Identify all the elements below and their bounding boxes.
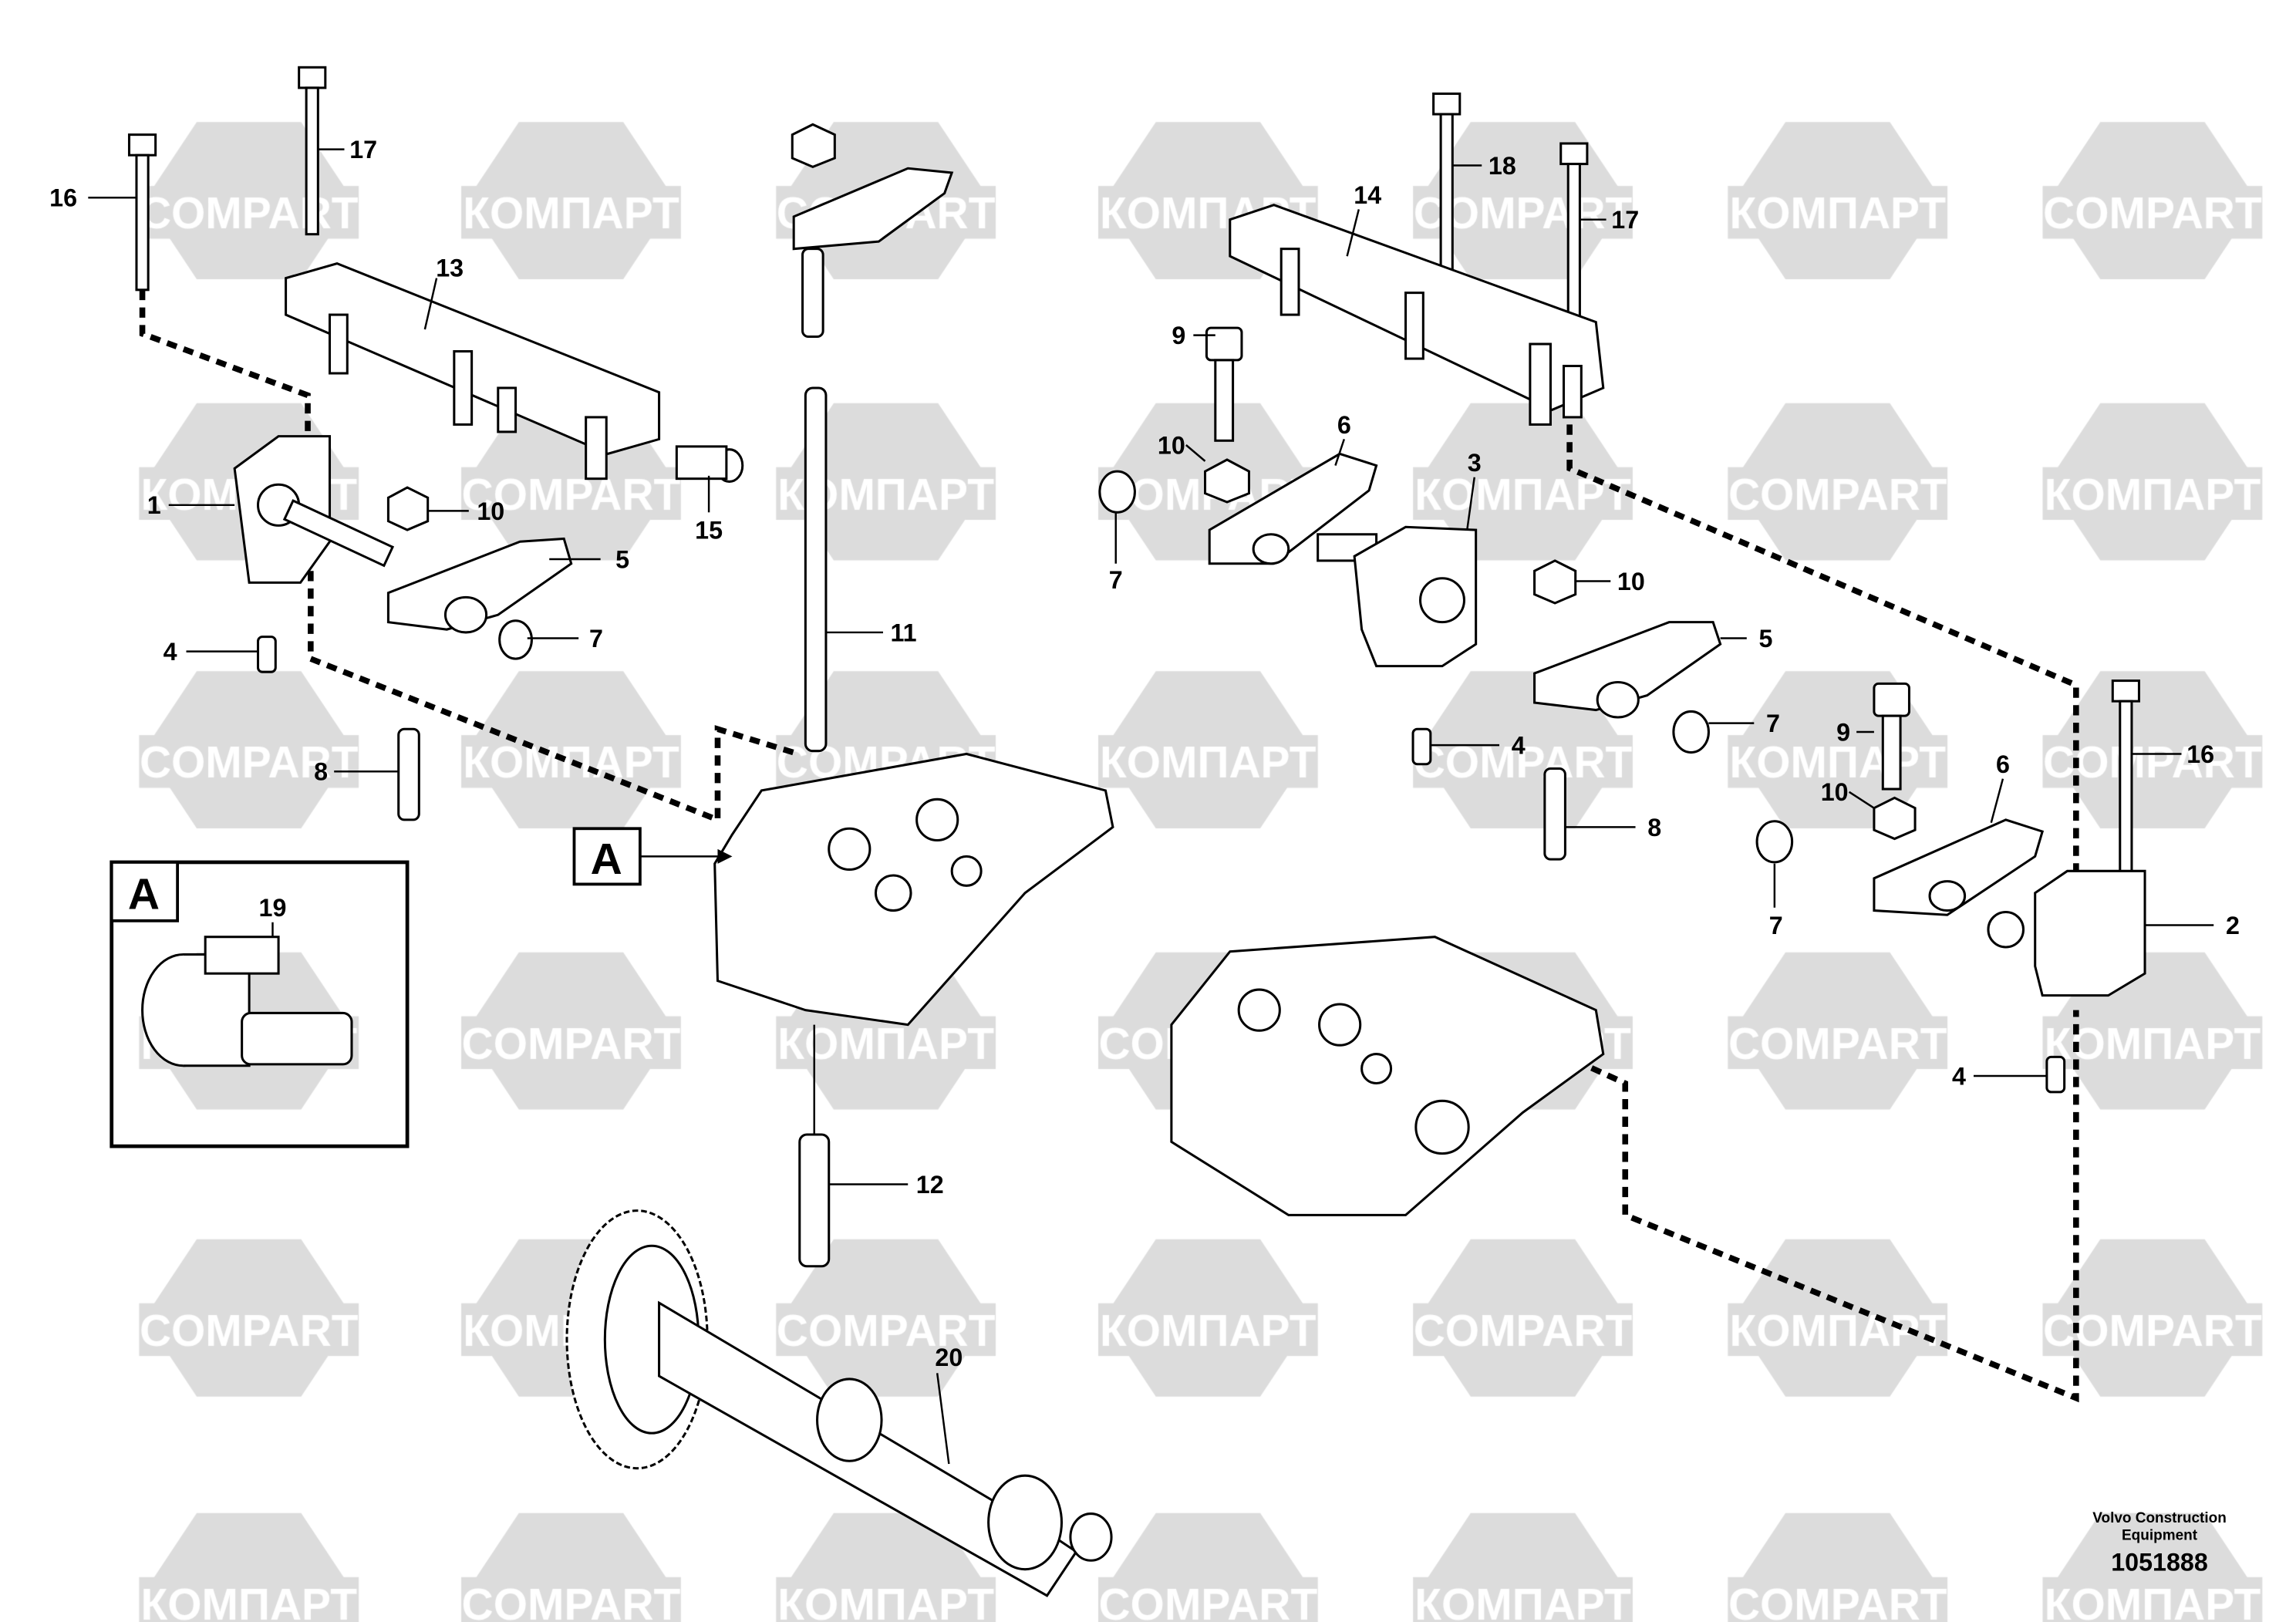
rocker-arm-5-left <box>386 537 573 634</box>
nut-10-right <box>1873 796 1917 841</box>
inset-detail-a: A <box>110 860 410 1148</box>
callout-17: 17 <box>349 136 377 164</box>
svg-text:A: A <box>591 835 622 884</box>
rocker-shaft-support-1 <box>233 435 395 584</box>
pin-4-right <box>2045 1055 2066 1094</box>
callout-15: 15 <box>695 516 723 544</box>
rocker-bracket-14 <box>1229 204 1605 426</box>
callout-10: 10 <box>1821 778 1849 806</box>
bolt-18-right <box>1432 92 1462 313</box>
callout-1: 1 <box>147 491 161 519</box>
nut-10-top <box>1204 458 1250 504</box>
callout-10: 10 <box>1617 568 1645 595</box>
callout-5: 5 <box>1758 625 1772 653</box>
leader-lines <box>88 148 2214 1465</box>
callout-10: 10 <box>1158 431 1185 459</box>
cylinder-head-right <box>1170 936 1605 1216</box>
callout-20: 20 <box>935 1344 963 1371</box>
callout-5: 5 <box>615 545 629 573</box>
callout-6: 6 <box>1337 411 1351 439</box>
cylinder-head-left <box>713 752 1114 1027</box>
drawing-number: 1051888 <box>2111 1549 2208 1576</box>
callout-9: 9 <box>1172 322 1185 349</box>
rocker-shaft-support-3 <box>1353 525 1478 668</box>
view-marker-a: A <box>572 827 733 886</box>
assembly-line-right <box>1566 424 2079 878</box>
callout-12: 12 <box>916 1171 944 1199</box>
callout-16: 16 <box>2186 740 2214 768</box>
nut-10-left <box>386 486 430 531</box>
rocker-bracket-13 <box>285 262 661 481</box>
adjust-screw-9-top <box>1205 326 1243 442</box>
callout-4: 4 <box>1512 731 1526 759</box>
pin-4-left <box>256 636 277 673</box>
callout-13: 13 <box>436 255 464 282</box>
washer-7-mid <box>1672 710 1710 754</box>
washer-7-right <box>1755 820 1794 864</box>
callout-14: 14 <box>1354 181 1381 209</box>
bolt-17-left <box>298 66 327 236</box>
rocker-arm-top-center <box>791 123 954 339</box>
callout-8: 8 <box>1647 814 1661 841</box>
callout-17: 17 <box>1611 206 1639 234</box>
tappet-12 <box>798 1133 831 1268</box>
callout-4: 4 <box>1952 1062 1966 1090</box>
callout-7: 7 <box>1109 566 1123 594</box>
assembly-line-left <box>139 289 311 440</box>
pin-4-mid <box>1411 727 1432 766</box>
assembly-line-left-lower <box>308 571 799 824</box>
nut-10-mid <box>1533 559 1577 605</box>
solenoid-19 <box>141 936 353 1067</box>
callout-2: 2 <box>2226 912 2240 939</box>
adjust-screw-8-left <box>397 727 420 821</box>
callout-labels: 16 17 13 1 10 5 15 4 7 8 11 19 12 20 14 … <box>49 136 2240 1371</box>
callout-6: 6 <box>1996 750 2010 778</box>
rocker-arm-6-right <box>1873 818 2045 916</box>
callout-7: 7 <box>589 625 603 653</box>
company-line-2: Equipment <box>2122 1528 2198 1544</box>
svg-text:A: A <box>128 870 160 919</box>
company-line-1: Volvo Construction <box>2092 1510 2227 1526</box>
adjust-screw-8-right <box>1543 767 1566 861</box>
callout-10: 10 <box>477 497 504 525</box>
footer-block: Volvo Construction Equipment 1051888 <box>2092 1510 2227 1576</box>
adjust-screw-9-right <box>1873 682 1910 791</box>
bolt-16-left <box>127 133 157 292</box>
bolt-16-right <box>2111 679 2140 878</box>
callout-3: 3 <box>1468 449 1482 477</box>
rocker-shaft-support-2 <box>1987 869 2146 997</box>
callout-11: 11 <box>890 619 916 646</box>
washer-7-top <box>1098 470 1136 514</box>
pushrod-11 <box>804 386 828 753</box>
callout-7: 7 <box>1766 710 1780 737</box>
washer-7-left <box>498 619 533 660</box>
callout-16: 16 <box>49 184 77 212</box>
callout-18: 18 <box>1489 152 1516 180</box>
plug-15 <box>675 445 744 483</box>
rocker-arm-5-right <box>1533 621 1722 719</box>
callout-8: 8 <box>314 758 328 786</box>
callout-4: 4 <box>164 638 177 666</box>
callout-19: 19 <box>259 894 287 922</box>
camshaft-20 <box>565 1209 1113 1597</box>
bolt-17-right <box>1559 142 1589 356</box>
callout-9: 9 <box>1836 718 1850 746</box>
callout-7: 7 <box>1769 912 1783 939</box>
